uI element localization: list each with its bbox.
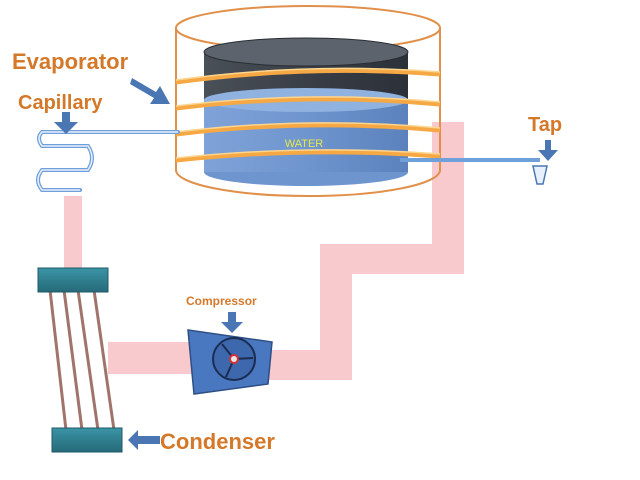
evaporator-coils (175, 67, 441, 163)
compressor-label: Compressor (186, 294, 257, 308)
tank-outline (175, 28, 441, 197)
coil-highlight (175, 67, 441, 81)
condenser-arrow (128, 430, 160, 450)
refrigerant-piping (64, 122, 464, 380)
compressor (187, 312, 273, 395)
coil-highlight (175, 96, 441, 107)
condenser-tube (76, 289, 100, 431)
condenser (37, 267, 160, 453)
pipe-segment (432, 122, 464, 260)
coil-highlight (175, 122, 441, 133)
condenser-label: Condenser (160, 429, 275, 454)
pipe-segment (108, 342, 196, 374)
compressor-arrow (221, 312, 243, 333)
capillary-highlight (37, 131, 178, 191)
compressor-hub (229, 354, 239, 364)
capillary-tube (36, 130, 180, 192)
tap-spout (532, 165, 548, 185)
tap-arrow (538, 140, 558, 161)
condenser-tube (48, 289, 68, 431)
condenser-top-header (37, 267, 109, 293)
capillary-label: Capillary (18, 92, 103, 114)
coil-highlight (175, 149, 441, 159)
capillary-coil (36, 130, 180, 192)
evaporator-label: Evaporator (12, 49, 129, 74)
coil-loop (175, 96, 441, 111)
tap-pipe (400, 158, 540, 162)
evaporator-coil-highlights (175, 67, 441, 159)
inner-cylinder-top (203, 37, 409, 67)
coil-loop (175, 149, 441, 163)
capillary-coil-inner (37, 131, 178, 191)
tap-assembly (400, 140, 558, 185)
condenser-tube (62, 289, 84, 431)
tap-label: Tap (528, 114, 562, 136)
coil-loop (175, 122, 441, 137)
condenser-tubes (48, 289, 116, 431)
condenser-bottom-header (51, 427, 123, 453)
condenser-tube (92, 289, 116, 431)
capillary-arrow (54, 112, 78, 134)
water-label: WATER (285, 138, 324, 150)
evaporator-tank: WATER (175, 5, 441, 197)
pipe-segment (64, 196, 82, 268)
evaporator-arrow (130, 78, 170, 104)
pipe-segment (268, 350, 352, 380)
coil-loop (175, 67, 441, 85)
